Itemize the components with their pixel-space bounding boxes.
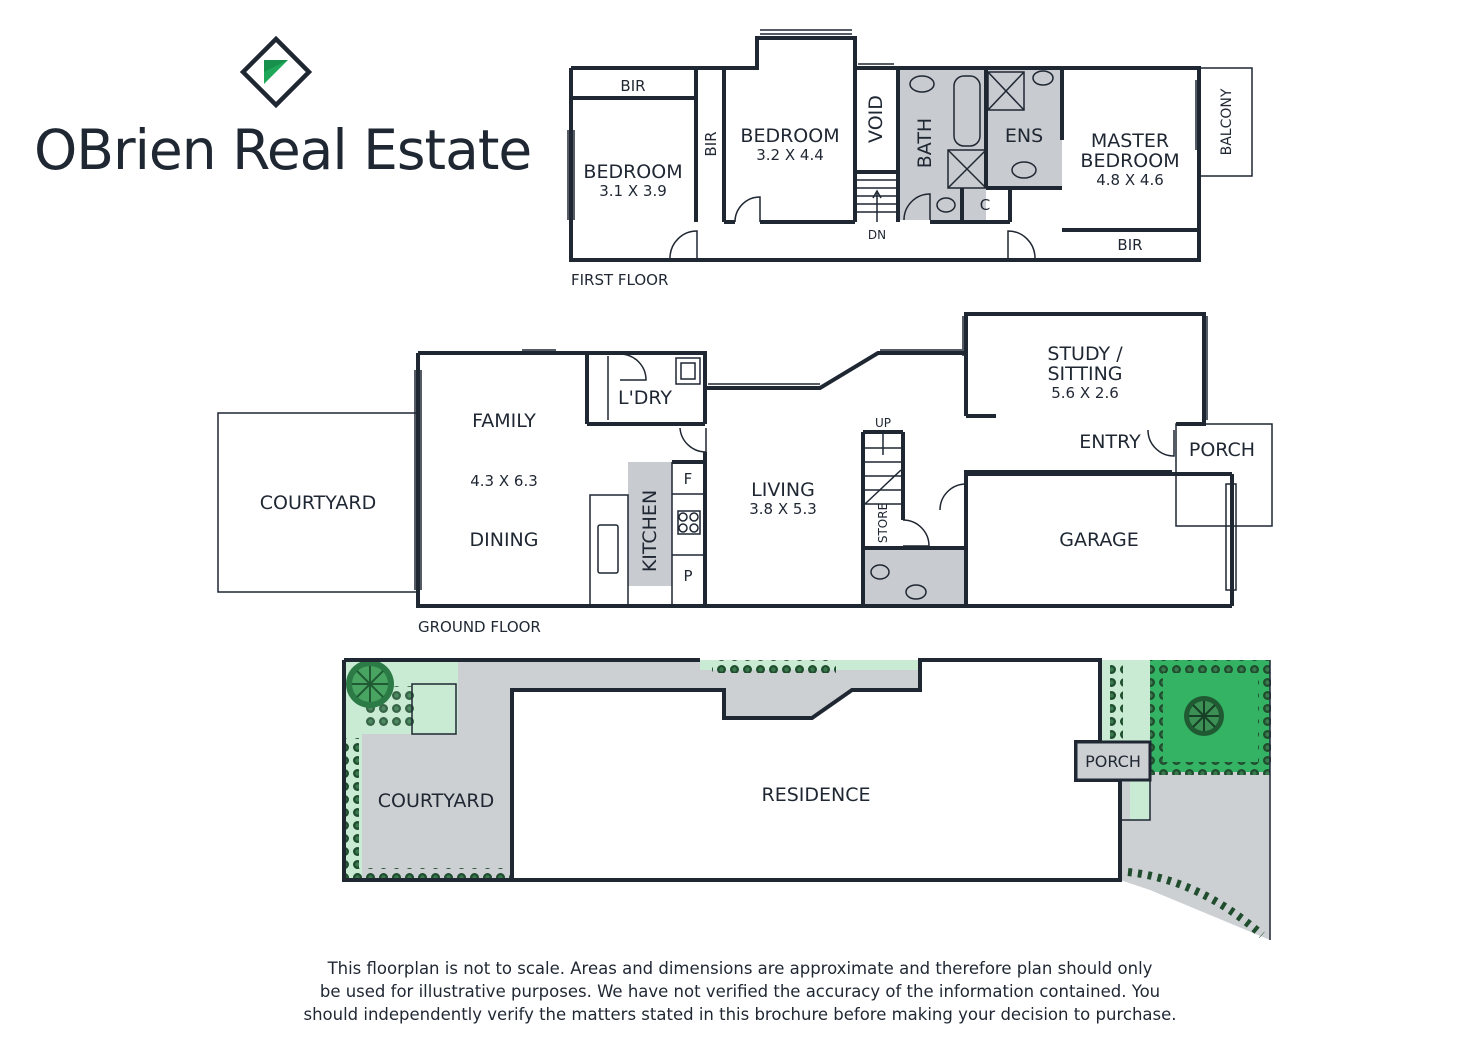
tree-icon	[346, 660, 394, 708]
stairs-up-label: UP	[875, 416, 891, 430]
site-courtyard-label: COURTYARD	[378, 790, 495, 812]
disclaimer-line-1: This floorplan is not to scale. Areas an…	[327, 959, 1153, 978]
bedroom3-size: 3.1 X 3.9	[599, 182, 667, 200]
kitchen-bench-area	[628, 462, 672, 586]
first-floor-plan: BIR BIR BEDROOM 3.1 X 3.9 BEDROOM 3.2 X …	[567, 29, 1253, 289]
tree-icon	[1184, 696, 1224, 736]
garage-label: GARAGE	[1059, 529, 1139, 551]
disclaimer-line-2: be used for illustrative purposes. We ha…	[319, 982, 1161, 1001]
cupboard-label: C	[980, 196, 990, 214]
family-size: 4.3 X 6.3	[470, 472, 538, 490]
stairs-down-label: DN	[868, 228, 886, 242]
kitchen-label: KITCHEN	[639, 490, 661, 572]
brand-name: OBrien Real Estate	[34, 118, 532, 182]
living-label: LIVING	[751, 479, 815, 501]
bath-label: BATH	[914, 118, 936, 168]
porch-outline	[1175, 423, 1273, 527]
powder-room-area	[863, 550, 966, 605]
living-size: 3.8 X 5.3	[749, 500, 817, 518]
pantry-label: P	[683, 567, 692, 585]
family-label: FAMILY	[472, 410, 536, 432]
bedroom3-label: BEDROOM	[583, 161, 682, 183]
laundry-label: L'DRY	[618, 387, 672, 409]
ground-courtyard-label: COURTYARD	[260, 492, 377, 514]
first-floor-title: FIRST FLOOR	[571, 271, 668, 289]
master-label-1: MASTER	[1091, 130, 1169, 152]
ensuite-label: ENS	[1005, 125, 1043, 147]
bedroom2-label: BEDROOM	[740, 125, 839, 147]
dining-label: DINING	[470, 529, 539, 551]
site-porch-label: PORCH	[1085, 752, 1141, 771]
balcony-label: BALCONY	[1219, 88, 1235, 155]
fridge-label: F	[684, 470, 693, 488]
study-size: 5.6 X 2.6	[1051, 384, 1119, 402]
disclaimer-line-3: should independently verify the matters …	[303, 1005, 1177, 1024]
master-label-2: BEDROOM	[1080, 150, 1179, 172]
store-label: STORE	[876, 503, 890, 543]
first-bir-side-label: BIR	[702, 131, 720, 156]
first-bir-top-label: BIR	[620, 77, 645, 95]
entry-label: ENTRY	[1079, 431, 1141, 453]
residence-label: RESIDENCE	[762, 784, 871, 806]
void-label: VOID	[865, 95, 887, 143]
site-plan: COURTYARD RESIDENCE PORCH	[342, 658, 1271, 940]
porch-label: PORCH	[1189, 439, 1255, 461]
study-label-1: STUDY /	[1047, 343, 1123, 365]
bath-wet-area	[898, 70, 986, 220]
ground-floor-plan: COURTYARD FAMILY 4.3 X 6.3 DINING L'DRY …	[217, 312, 1273, 636]
bedroom2-size: 3.2 X 4.4	[756, 146, 824, 164]
balcony-outline	[1198, 67, 1253, 177]
master-bir-label: BIR	[1117, 236, 1142, 254]
disclaimer: This floorplan is not to scale. Areas an…	[290, 957, 1190, 1026]
diamond-logo-icon	[240, 36, 312, 108]
master-size: 4.8 X 4.6	[1096, 171, 1164, 189]
residence-footprint	[510, 658, 1122, 882]
study-label-2: SITTING	[1047, 363, 1122, 385]
ground-floor-title: GROUND FLOOR	[418, 618, 541, 636]
